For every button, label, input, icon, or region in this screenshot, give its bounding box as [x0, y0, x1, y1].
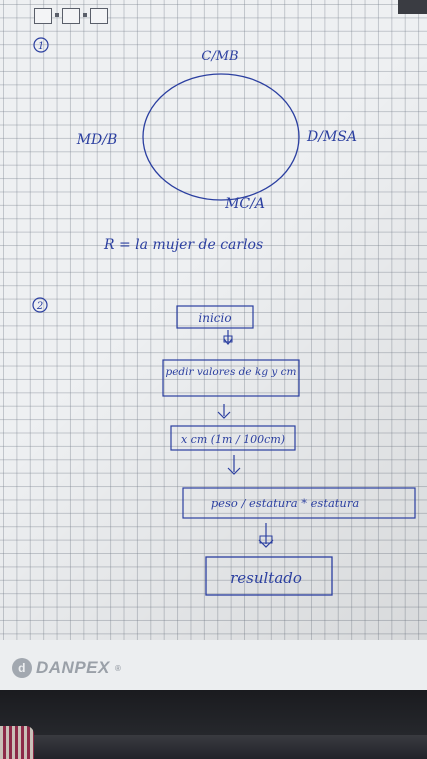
flow-arrow-1-box — [223, 335, 233, 343]
flow-box-process — [182, 487, 416, 519]
paper-footer-strip — [0, 640, 427, 690]
section-2-circle — [32, 297, 48, 313]
registered-mark: ® — [114, 663, 122, 673]
label-top: C/MB — [201, 49, 238, 64]
flow-arrow-4-box — [259, 535, 273, 544]
flow-box-start — [176, 305, 254, 329]
label-right: D/MSA — [306, 129, 357, 145]
flow-step-5: resultado — [230, 569, 302, 587]
handwriting-layer: 1 C/MB MD/B D/MSA MC/A R = la mujer de c… — [32, 37, 416, 596]
graph-paper-sheet — [0, 0, 427, 690]
flow-arrow-4 — [258, 523, 274, 548]
label-left: MD/B — [76, 132, 118, 148]
paper-header-dot — [83, 13, 87, 17]
section-2-number: 2 — [36, 301, 43, 312]
answer-text: R = la mujer de carlos — [103, 237, 263, 253]
paper-header-box — [34, 8, 52, 24]
flow-box-result — [205, 556, 333, 596]
paper-header-box — [62, 8, 80, 24]
brand-name: DANPEX — [36, 658, 110, 677]
flow-arrow-2 — [217, 404, 231, 419]
flow-step-2: pedir valores de kg y cm — [165, 366, 296, 378]
flow-box-conversion — [170, 425, 296, 451]
danpex-logo-icon: d — [12, 658, 32, 678]
flow-step-4: peso / estatura * estatura — [211, 496, 360, 510]
bag-zipper — [0, 726, 34, 759]
flow-step-1: inicio — [198, 311, 231, 325]
paper-corner-shadow — [398, 0, 427, 14]
section-1-circle — [33, 37, 49, 53]
paper-header-dot — [55, 13, 59, 17]
desk-edge — [0, 735, 427, 759]
flow-box-input — [162, 359, 300, 397]
flow-arrow-3 — [227, 455, 241, 475]
label-bottom: MC/A — [224, 196, 265, 212]
brand-logo: d DANPEX ® — [12, 656, 121, 680]
paper-shadow — [0, 0, 427, 690]
flow-step-3: x cm (1m / 100cm) — [181, 433, 285, 446]
diagram-circle — [142, 73, 300, 201]
section-1-number: 1 — [38, 41, 44, 52]
paper-header-box — [90, 8, 108, 24]
